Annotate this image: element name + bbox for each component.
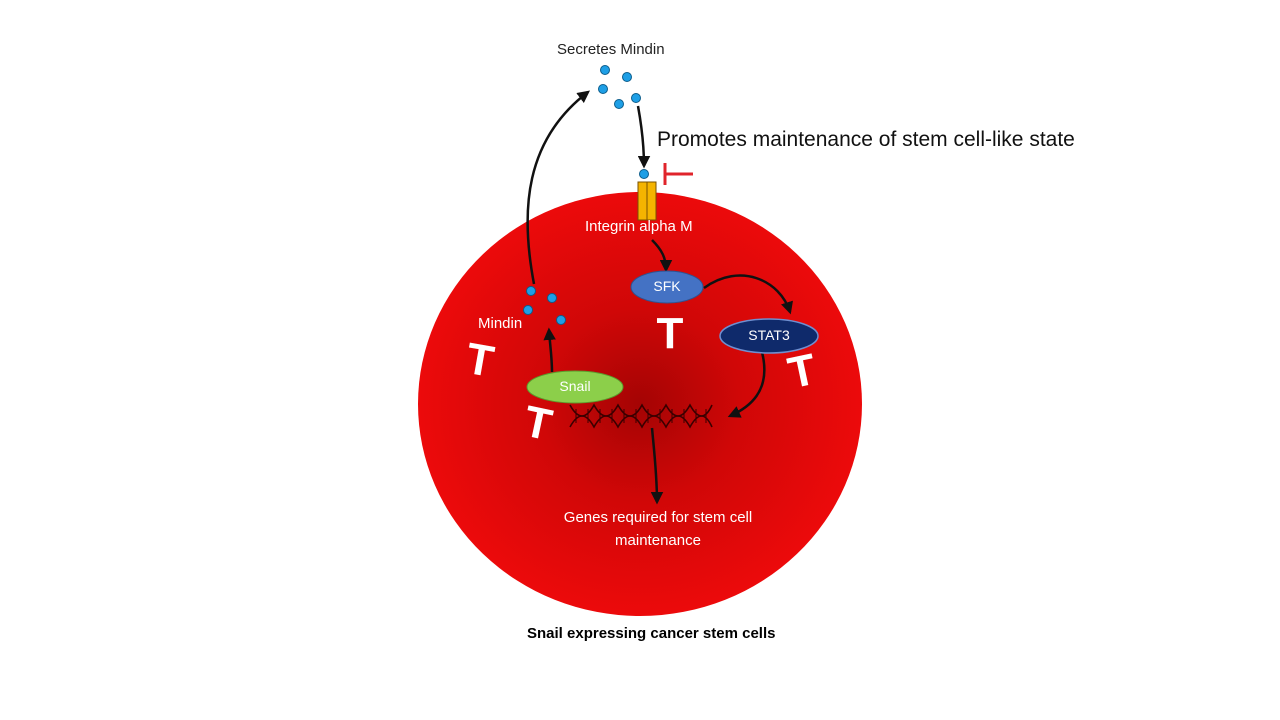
arrow-integrin-to-sfk bbox=[651, 239, 673, 273]
integrin-label: Integrin alpha M bbox=[585, 218, 693, 235]
arrow-sfk-to-stat3 bbox=[703, 274, 793, 315]
stat3-label: STAT3 bbox=[748, 327, 790, 343]
integrin-receptor bbox=[637, 181, 657, 221]
intracellular-mindin-dots bbox=[523, 286, 566, 325]
dna-helix-icon bbox=[569, 403, 713, 429]
mindin-label: Mindin bbox=[478, 315, 523, 332]
arrow-stat3-to-dna bbox=[727, 351, 766, 418]
snail-node bbox=[526, 370, 624, 404]
arrow-mindin-to-receptor bbox=[636, 105, 651, 169]
sfk-node bbox=[630, 270, 704, 304]
diagram-caption: Snail expressing cancer stem cells bbox=[527, 625, 776, 642]
genes-label: Genes required for stem cell maintenance bbox=[563, 509, 753, 549]
secreted-mindin-dots bbox=[598, 65, 641, 109]
secretes-mindin-label: Secretes Mindin bbox=[557, 41, 665, 58]
arrow-dna-to-genes bbox=[650, 427, 664, 505]
snail-label: Snail bbox=[559, 378, 591, 394]
bound-mindin-dot bbox=[639, 169, 649, 179]
promotes-label: Promotes maintenance of stem cell-like s… bbox=[657, 128, 1075, 151]
stat3-node bbox=[719, 318, 819, 354]
sfk-label: SFK bbox=[653, 278, 681, 294]
inhibitor-bar-icon bbox=[663, 163, 693, 185]
cancer-stem-cell bbox=[418, 192, 862, 616]
arrow-mindin-secretion bbox=[526, 90, 590, 285]
arrow-snail-to-mindin bbox=[543, 327, 556, 373]
